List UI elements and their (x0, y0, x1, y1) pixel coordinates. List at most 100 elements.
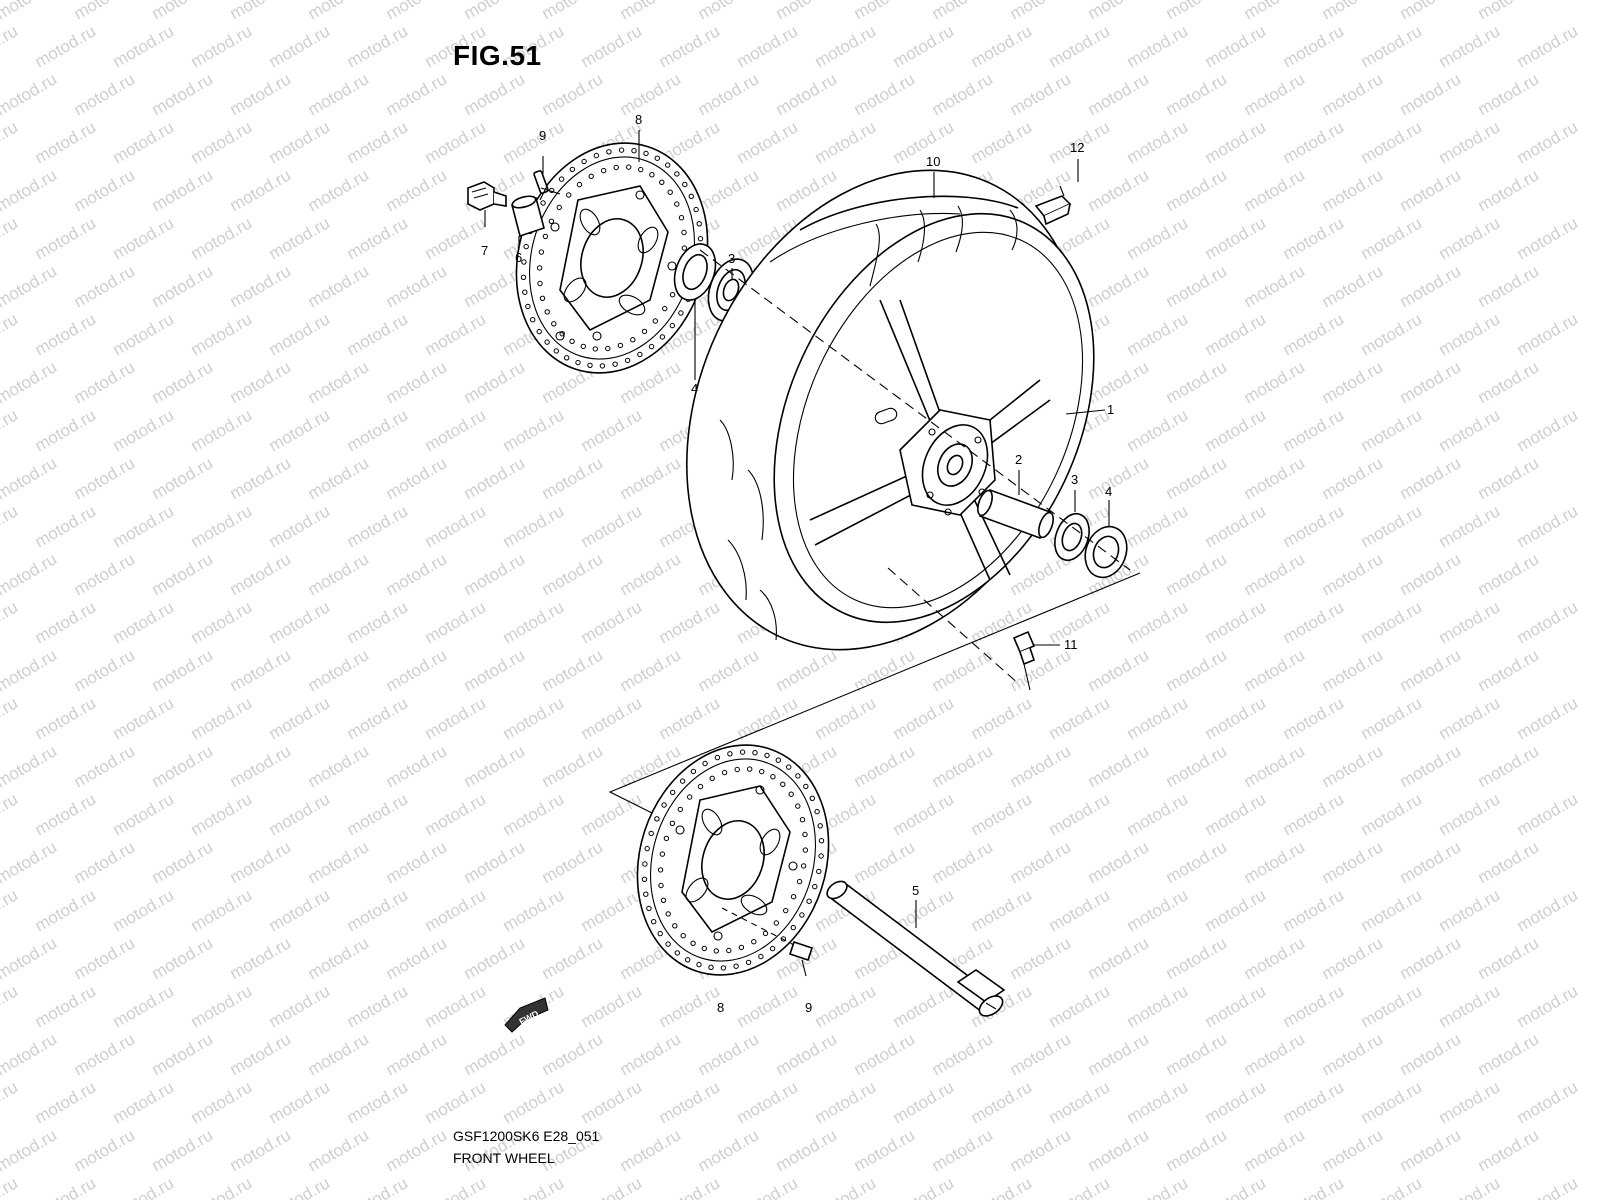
disc-vent-hole (770, 774, 776, 780)
front-axle (826, 880, 1006, 1017)
disc-vent-hole (721, 769, 728, 776)
disc-vent-hole (624, 357, 631, 364)
disc-vent-hole (739, 749, 746, 755)
disc-vent-hole (720, 965, 727, 971)
disc-vent-hole (669, 820, 676, 826)
disc-vent-hole (727, 751, 733, 757)
disc-vent-hole (576, 181, 583, 188)
disc-bolt-upper (533, 170, 561, 201)
disc-vent-hole (685, 957, 691, 963)
disc-vent-hole (800, 863, 807, 869)
disc-vent-hole (618, 147, 625, 153)
callout-4-lower: 4 (1105, 484, 1112, 499)
callout-3-lower: 3 (1071, 472, 1078, 487)
disc-vent-hole (654, 155, 660, 161)
disc-vent-hole (548, 218, 555, 225)
disc-vent-hole (659, 334, 666, 340)
disc-vent-hole (659, 179, 665, 186)
disc-vent-hole (672, 923, 678, 929)
disc-vent-hole (613, 164, 619, 171)
disc-vent-hole (688, 193, 694, 200)
disc-vent-hole (680, 933, 686, 939)
disc-vent-hole (738, 944, 745, 951)
tire-valve (1012, 630, 1036, 691)
disc-vent-hole (556, 204, 562, 211)
disc-vent-hole (752, 750, 758, 756)
disc-vent-hole (814, 808, 820, 815)
disc-vent-hole (697, 236, 704, 242)
disc-vent-hole (542, 233, 549, 240)
disc-vent-hole (693, 206, 699, 213)
disc-vent-hole (646, 905, 652, 912)
disc-vent-hole (537, 280, 543, 287)
disc-vent-hole (665, 911, 671, 917)
disc-vent-hole (649, 172, 655, 178)
disc-vent-hole (569, 166, 576, 173)
disc-vent-hole (762, 930, 769, 937)
oil-seal-upper (673, 243, 717, 301)
disc-vent-hole (643, 150, 649, 157)
disc-vent-hole (643, 891, 649, 897)
callout-2: 2 (1015, 452, 1022, 467)
disc-vent-hole (788, 791, 794, 797)
spacer (511, 195, 545, 238)
disc-vent-hole (588, 173, 594, 180)
callout-7: 7 (481, 243, 488, 258)
disc-vent-hole (681, 245, 688, 251)
disc-vent-hole (682, 181, 688, 188)
callout-11: 11 (1064, 637, 1078, 652)
oil-seal-lower (1084, 525, 1128, 579)
disc-vent-hole (702, 760, 708, 767)
disc-vent-hole (687, 794, 693, 800)
disc-vent-hole (803, 783, 809, 790)
disc-vent-hole (665, 941, 671, 947)
disc-vent-hole (580, 343, 586, 350)
disc-vent-hole (605, 345, 611, 352)
disc-vent-hole (539, 295, 546, 301)
disc-vent-hole (536, 265, 543, 271)
disc-vent-hole (660, 897, 667, 903)
disc-vent-hole (638, 166, 644, 173)
disc-vent-hole (544, 339, 550, 345)
callout-1: 1 (1107, 402, 1114, 417)
disc-vent-hole (523, 243, 529, 250)
disc-vent-hole (575, 359, 581, 366)
callout-5: 5 (912, 883, 919, 898)
disc-vent-hole (520, 274, 527, 280)
disc-vent-hole (690, 768, 697, 775)
disc-vent-hole (592, 346, 598, 352)
disc-vent-hole (709, 775, 715, 781)
callout-8-upper: 8 (635, 112, 642, 127)
disc-vent-hole (540, 200, 546, 206)
disc-vent-hole (681, 229, 687, 236)
disc-vent-hole (569, 338, 575, 344)
disc-vent-hole (648, 830, 654, 837)
disc-vent-hole (769, 945, 776, 952)
disc-vent-hole (631, 148, 637, 154)
disc-vent-hole (553, 348, 559, 354)
disc-vent-hole (690, 940, 696, 946)
disc-vent-hole (644, 845, 650, 852)
disc-vent-hole (747, 766, 753, 772)
disc-vent-hole (674, 171, 680, 177)
disc-vent-hole (612, 361, 618, 367)
disc-vent-hole (696, 961, 702, 968)
disc-vent-hole (812, 883, 818, 890)
disc-vent-hole (799, 912, 805, 918)
brake-disc-upper (515, 142, 709, 374)
disc-vent-hole (764, 752, 770, 759)
disc-vent-hole (751, 939, 757, 945)
disc-vent-hole (581, 158, 587, 165)
disc-vent-hole (758, 953, 764, 960)
balance-weight (1034, 185, 1072, 226)
disc-vent-hole (662, 305, 668, 312)
disc-vent-hole (818, 838, 825, 844)
disc-vent-hole (648, 343, 655, 350)
callout-10: 10 (926, 154, 940, 169)
disc-vent-hole (818, 853, 824, 859)
disc-vent-hole (802, 831, 808, 838)
disc-vent-hole (674, 201, 680, 207)
disc-vent-hole (775, 757, 781, 763)
disc-vent-hole (734, 766, 740, 773)
disc-vent-hole (708, 964, 714, 970)
